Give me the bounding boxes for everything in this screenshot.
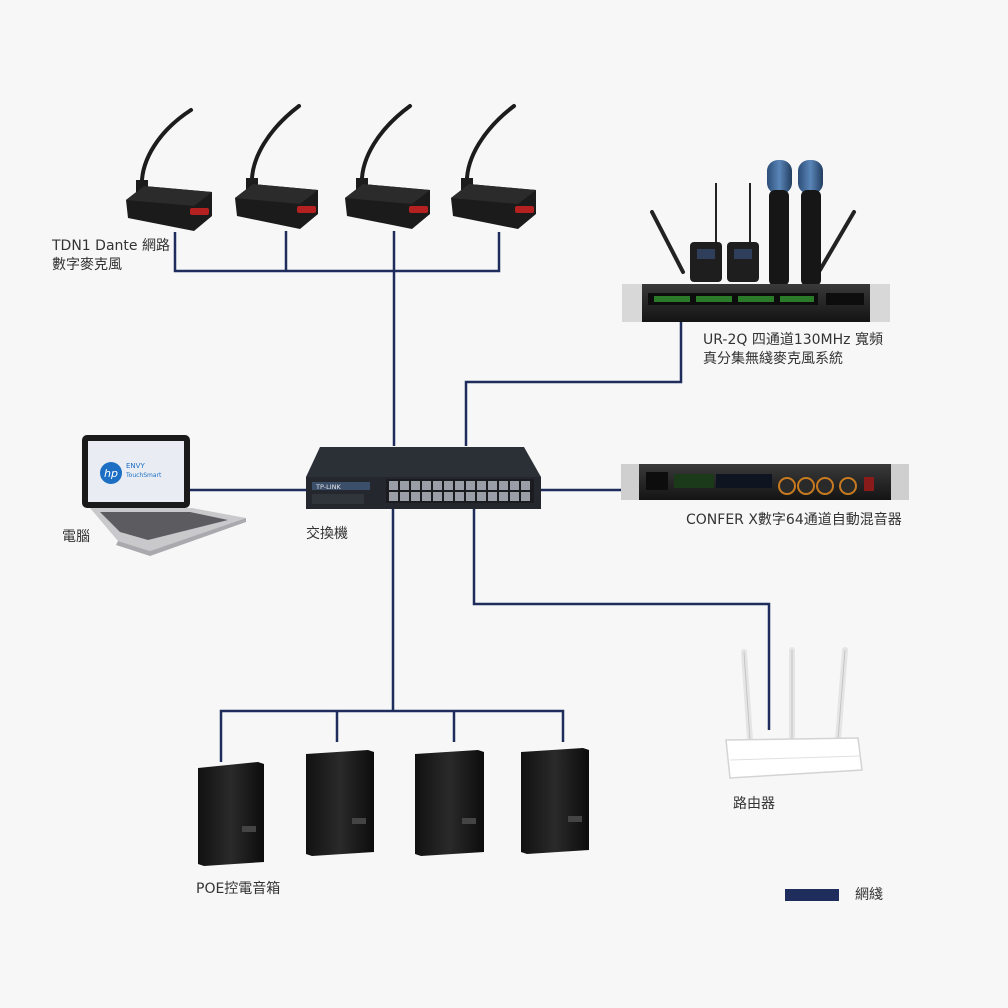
mic-2: [235, 104, 318, 229]
network-switch: TP-LINK: [306, 447, 541, 509]
laptop-model: ENVY: [126, 462, 145, 470]
label-poe-speakers: POE控電音箱: [196, 881, 281, 897]
laptop-computer: hp ENVY TouchSmart: [82, 435, 246, 556]
cable-mic-bus: [173, 232, 501, 273]
label-dante-mics: TDN1 Dante 網路 數字麥克風: [52, 238, 170, 273]
speaker-3: [415, 750, 484, 856]
label-computer: 電腦: [62, 529, 90, 545]
laptop-submodel: TouchSmart: [125, 472, 162, 479]
switch-brand: TP-LINK: [315, 483, 341, 491]
label-mixer: CONFER X數字64通道自動混音器: [686, 512, 902, 528]
cable-speaker-bus: [219, 709, 565, 762]
speaker-2: [306, 750, 374, 856]
speaker-4: [521, 748, 589, 854]
automatic-mixer: [621, 464, 909, 500]
speaker-1: [198, 762, 264, 866]
legend-label: 網綫: [855, 887, 883, 903]
network-cables: [173, 231, 771, 762]
wifi-router: [725, 647, 863, 779]
mic-4: [451, 104, 536, 229]
cable-wireless: [464, 322, 683, 446]
legend-swatch: [785, 889, 839, 901]
label-router: 路由器: [733, 796, 775, 812]
mic-3: [345, 104, 430, 229]
label-switch: 交換機: [306, 526, 348, 542]
label-wireless-system: UR-2Q 四通道130MHz 寬頻 真分集無綫麥克風系統: [703, 332, 883, 367]
cable-router: [472, 508, 771, 730]
wireless-mic-system: [622, 160, 890, 322]
mic-1: [126, 108, 212, 231]
laptop-brand: hp: [104, 467, 118, 480]
